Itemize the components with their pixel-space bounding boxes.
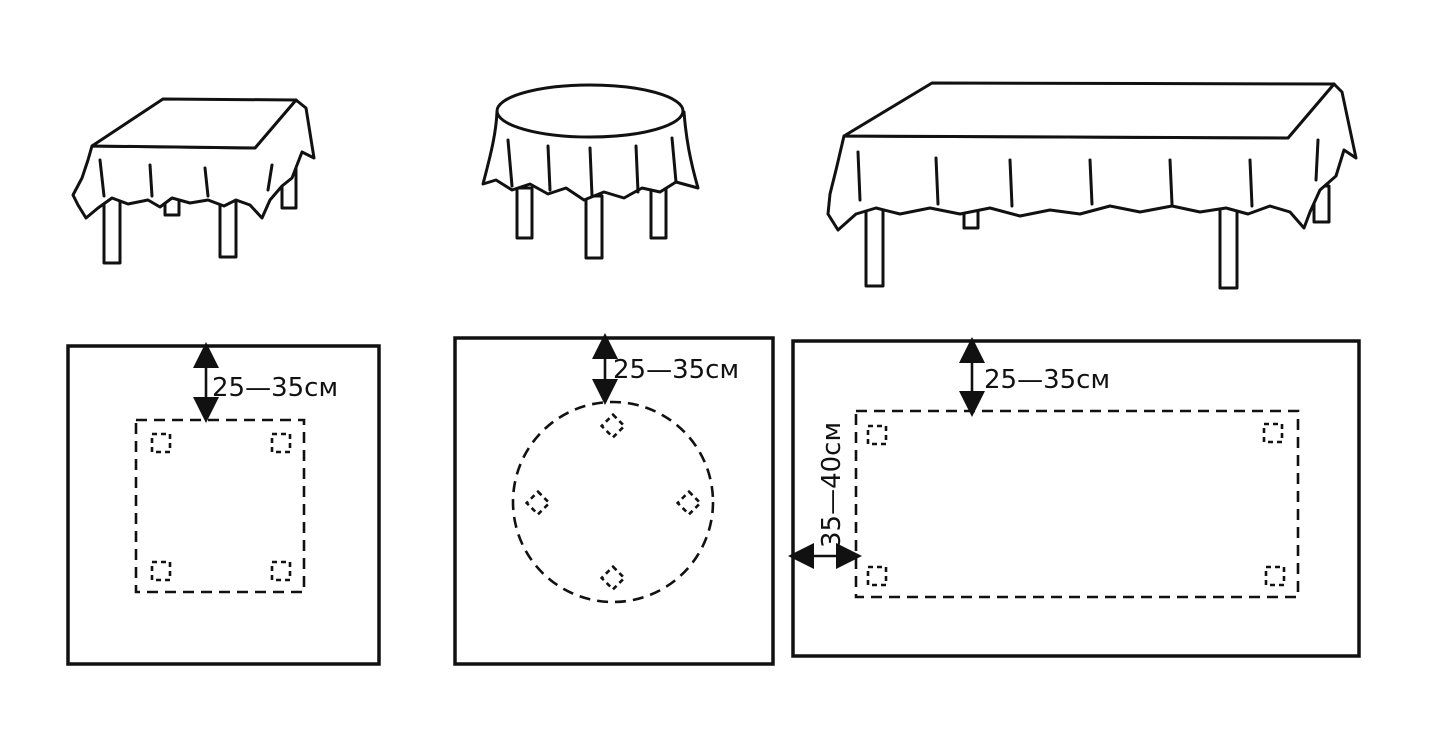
leg-marker xyxy=(599,564,627,592)
leg-marker xyxy=(675,489,703,517)
round-table-leg xyxy=(584,194,604,260)
square-table-outline xyxy=(134,418,306,594)
cloth-fold xyxy=(634,144,640,194)
leg-marker xyxy=(150,432,172,454)
rect-side-drop-label: 35—40см xyxy=(817,422,847,548)
rect-tablecloth-drape xyxy=(826,82,1358,232)
rect-table-leg xyxy=(864,206,885,288)
square-cloth-outline xyxy=(66,344,381,666)
cloth-fold xyxy=(203,166,210,198)
cloth-fold xyxy=(1088,158,1094,206)
round-table-leg xyxy=(515,186,534,240)
rect-table-outline xyxy=(854,409,1300,599)
cloth-fold xyxy=(148,163,154,198)
round-drop-label: 25—35см xyxy=(613,355,739,385)
rect-table-illustration xyxy=(826,81,1358,290)
cloth-fold xyxy=(546,144,552,192)
rect-table-plan: 25—35см 35—40см xyxy=(788,337,1361,658)
cloth-fold xyxy=(1248,158,1254,208)
leg-marker xyxy=(866,424,888,446)
rect-top-drop-label: 25—35см xyxy=(984,365,1110,395)
round-cloth-outline xyxy=(453,336,775,666)
square-table-plan: 25—35см xyxy=(66,342,381,666)
cloth-fold xyxy=(588,146,594,198)
square-tablecloth-drape xyxy=(71,98,316,220)
cloth-fold xyxy=(506,138,514,188)
leg-marker xyxy=(1264,565,1286,587)
round-table-illustration xyxy=(481,83,700,260)
leg-marker xyxy=(150,560,172,582)
round-table-leg xyxy=(649,184,668,240)
leg-marker xyxy=(866,565,888,587)
leg-marker xyxy=(524,489,552,517)
square-table-leg xyxy=(102,193,122,265)
rect-cloth-outline xyxy=(791,339,1361,658)
leg-marker xyxy=(1262,422,1284,444)
cloth-fold xyxy=(934,156,940,206)
leg-marker xyxy=(599,412,627,440)
cloth-fold xyxy=(1008,158,1014,208)
leg-marker xyxy=(270,560,292,582)
leg-marker xyxy=(270,432,292,454)
cloth-fold xyxy=(266,163,274,192)
square-table-top xyxy=(90,97,298,150)
round-table-plan: 25—35см xyxy=(453,333,775,666)
cloth-fold xyxy=(670,136,678,184)
rect-table-leg xyxy=(1218,206,1239,290)
cloth-fold xyxy=(856,150,862,202)
round-table-top xyxy=(495,83,685,139)
square-drop-label: 25—35см xyxy=(212,373,338,403)
square-table-illustration xyxy=(71,97,316,265)
cloth-fold xyxy=(1168,158,1174,206)
rect-table-top xyxy=(842,81,1336,140)
cloth-fold xyxy=(1314,138,1320,182)
cloth-fold xyxy=(98,158,106,198)
